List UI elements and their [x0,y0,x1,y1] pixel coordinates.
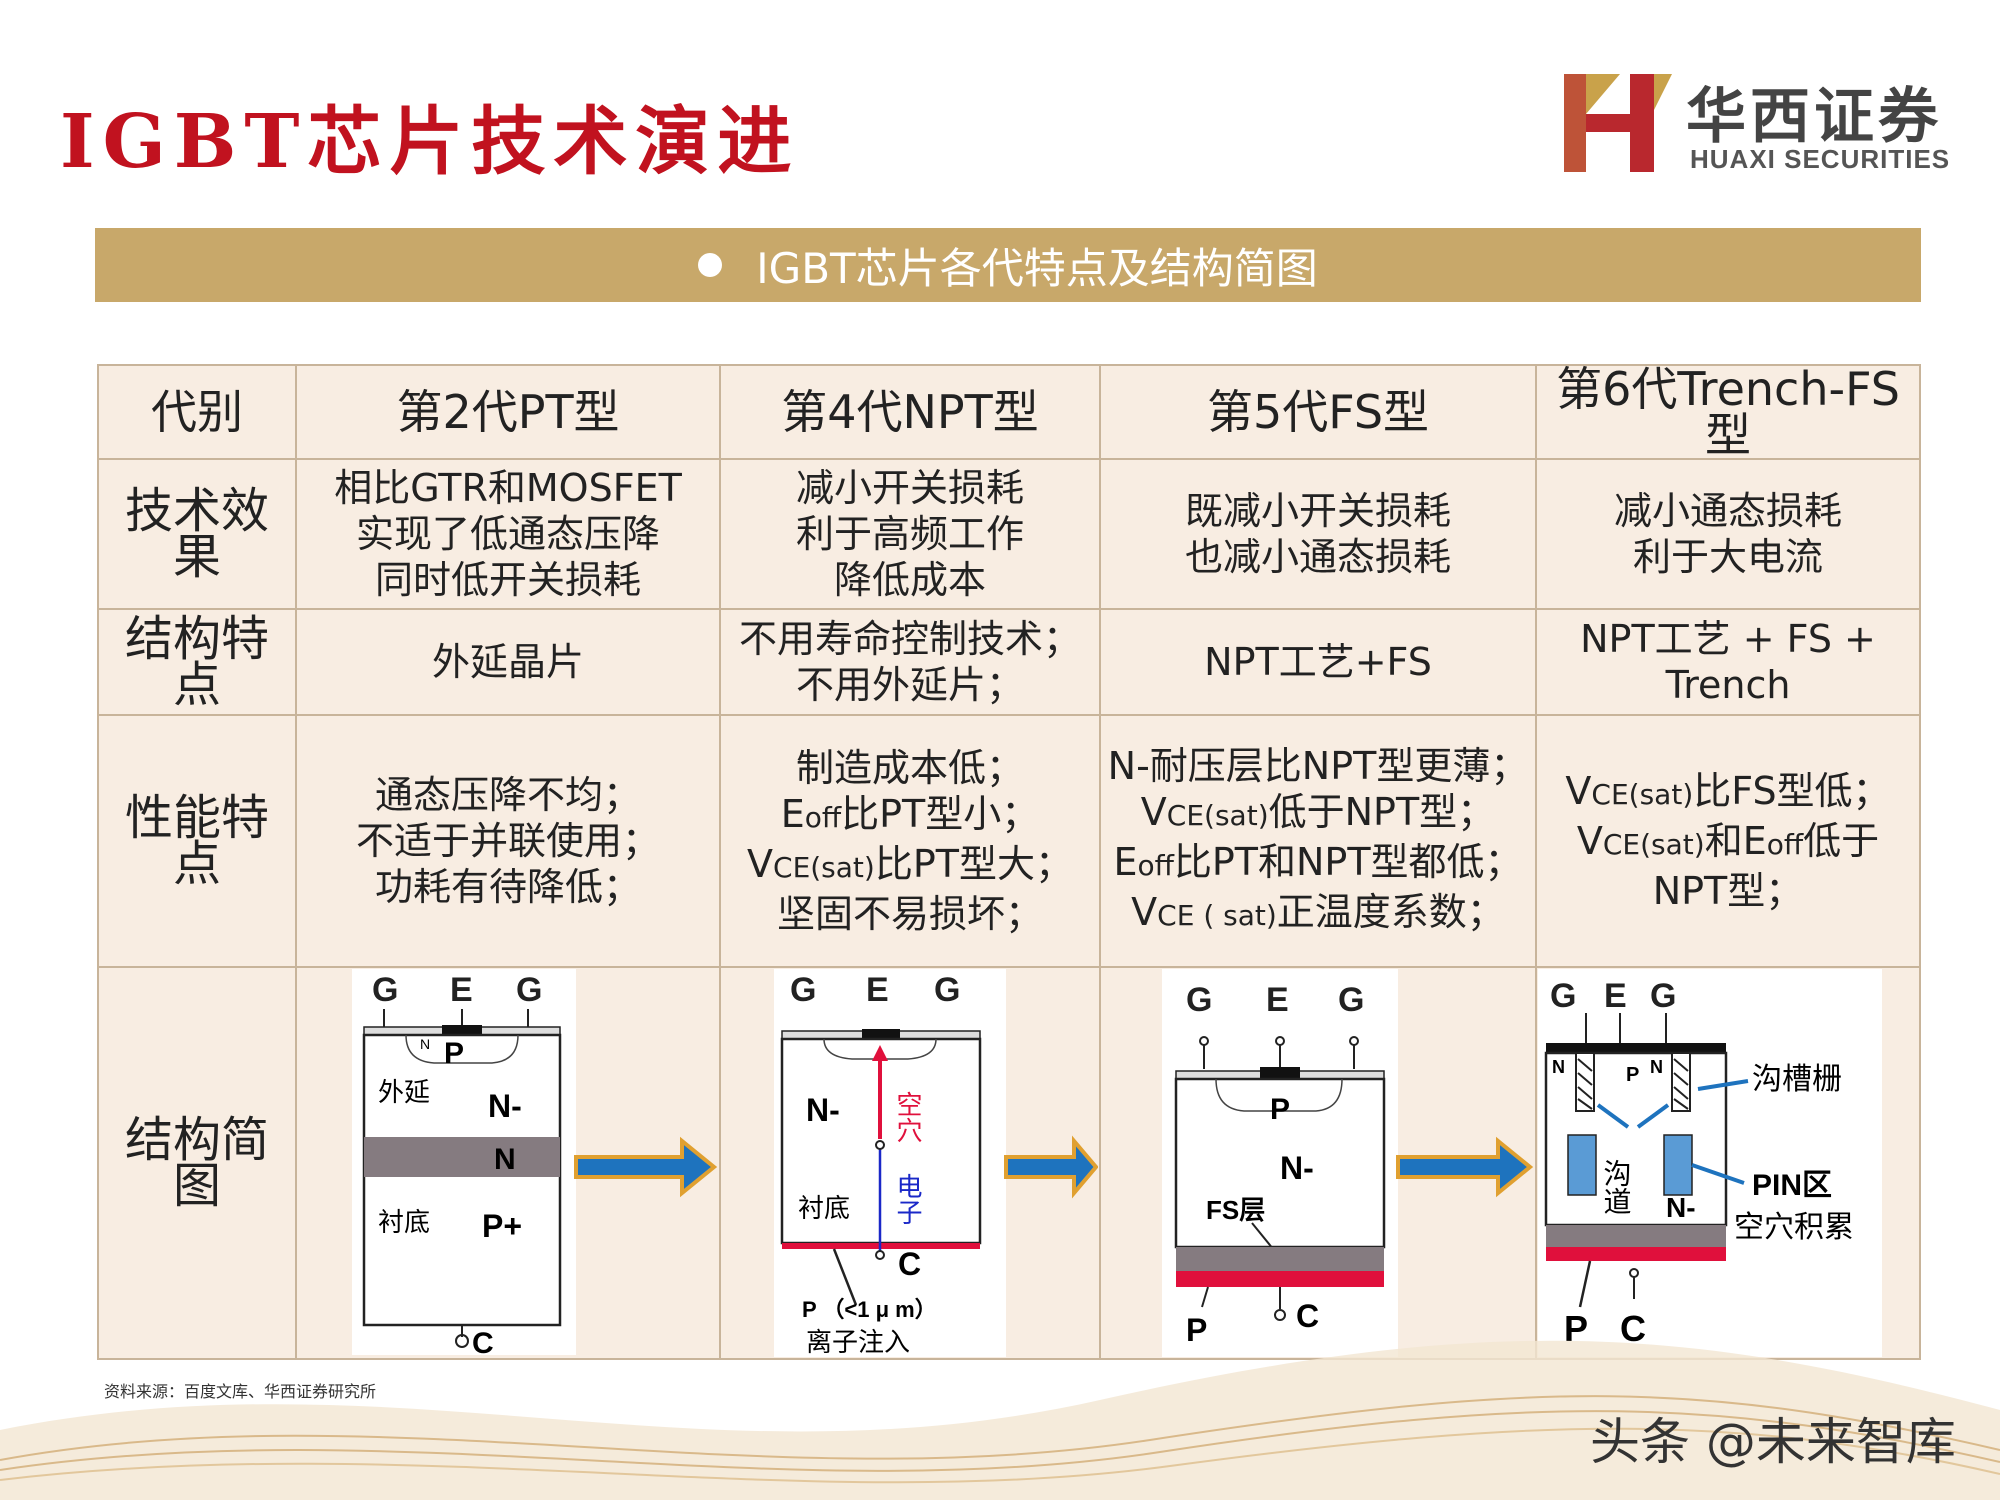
row-label-diagram: 结构简图 [97,966,297,1360]
pt-label-e: E [450,971,473,1009]
cell-performance-fs: N-耐压层比NPT型更薄； VCE(sat)低于NPT型； Eoff比PT和NP… [1099,714,1537,968]
svg-text:G: G [1650,977,1676,1015]
pt-label-g1: G [372,971,398,1009]
svg-text:空穴积累: 空穴积累 [1734,1211,1854,1244]
svg-text:P （<1 μ m）: P （<1 μ m） [802,1297,937,1322]
svg-text:C: C [1620,1308,1646,1349]
svg-text:电子: 电子 [893,1173,923,1225]
cell-effect-npt: 减小开关损耗利于高频工作降低成本 [719,458,1101,610]
table-row-diagram: 结构简图 G E G P N 外延 N- [97,966,1921,1360]
fs-structure-diagram: G E G P N- FS层 [1162,969,1534,1357]
svg-text:离子注入: 离子注入 [806,1327,910,1357]
table-row-performance: 性能特点 通态压降不均；不适于并联使用；功耗有待降低； 制造成本低； Eoff比… [97,714,1921,968]
cell-effect-fs: 既减小开关损耗也减小通态损耗 [1099,458,1537,610]
row-label-performance: 性能特点 [97,714,297,968]
arrow-pt-to-npt-icon [574,1136,718,1198]
cell-performance-npt: 制造成本低； Eoff比PT型小； VCE(sat)比PT型大； 坚固不易损坏； [719,714,1101,968]
row-label-structure: 结构特点 [97,608,297,716]
header-pt: 第2代PT型 [295,364,721,460]
cell-structure-pt: 外延晶片 [295,608,721,716]
arrow-npt-to-fs-icon [1004,1135,1098,1199]
svg-text:P: P [1186,1312,1207,1348]
trench-fs-structure-diagram: G E G N P N [1538,969,1882,1357]
banner-text: IGBT芯片各代特点及结构简图 [756,243,1318,293]
svg-text:N-: N- [1666,1192,1696,1223]
svg-text:N-: N- [488,1088,522,1124]
cell-diagram-fs: G E G P N- FS层 [1099,966,1537,1360]
svg-text:G: G [1550,977,1576,1015]
logo-english-name: HUAXI SECURITIES [1690,144,1951,174]
svg-text:P+: P+ [482,1208,522,1244]
cell-diagram-npt: G E G N- 空穴 电子 衬底 C P （< [719,966,1101,1360]
table-header-row: 代别 第2代PT型 第4代NPT型 第5代FS型 第6代Trench-FS型 [97,364,1921,460]
logo-chinese-name: 华西证券 [1686,82,1942,152]
svg-text:N: N [420,1036,430,1052]
svg-text:C: C [472,1327,494,1357]
header-fs: 第5代FS型 [1099,364,1537,460]
svg-text:G: G [934,971,960,1009]
igbt-generation-table: 代别 第2代PT型 第4代NPT型 第5代FS型 第6代Trench-FS型 技… [97,364,1921,1360]
npt-structure-diagram: G E G N- 空穴 电子 衬底 C P （< [774,969,1098,1357]
section-banner: IGBT芯片各代特点及结构简图 [95,228,1921,302]
svg-text:E: E [1266,981,1289,1019]
cell-structure-trench: NPT工艺 + FS +Trench [1535,608,1921,716]
decorative-waves [0,1340,2000,1500]
svg-text:C: C [1296,1298,1319,1334]
svg-text:N-: N- [806,1092,840,1128]
svg-text:衬底: 衬底 [798,1193,850,1223]
svg-text:衬底: 衬底 [378,1207,430,1237]
cell-effect-trench: 减小通态损耗利于大电流 [1535,458,1921,610]
svg-text:沟道: 沟道 [1601,1159,1632,1215]
svg-text:E: E [1604,977,1627,1015]
svg-text:G: G [790,971,816,1009]
cell-structure-npt: 不用寿命控制技术；不用外延片； [719,608,1101,716]
pt-label-g2: G [516,971,542,1009]
svg-text:空穴: 空穴 [893,1091,923,1143]
header-generation: 代别 [97,364,297,460]
pt-structure-diagram: G E G P N 外延 N- N 衬底 P+ [352,969,718,1357]
source-note: 资料来源：百度文库、华西证券研究所 [104,1382,377,1401]
svg-text:P: P [1626,1064,1639,1086]
cell-diagram-pt: G E G P N 外延 N- N 衬底 P+ [295,966,721,1360]
cell-performance-pt: 通态压降不均；不适于并联使用；功耗有待降低； [295,714,721,968]
watermark: 头条 @未来智库 [1590,1413,1956,1471]
svg-text:P: P [1270,1093,1290,1126]
table-row-structure: 结构特点 外延晶片 不用寿命控制技术；不用外延片； NPT工艺+FS NPT工艺… [97,608,1921,716]
svg-text:E: E [866,971,889,1009]
page-title: IGBT芯片技术演进 [60,99,800,185]
arrow-fs-to-trench-icon [1396,1136,1534,1198]
cell-performance-trench: VCE(sat)比FS型低； VCE(sat)和Eoff低于 NPT型； [1535,714,1921,968]
svg-text:沟槽栅: 沟槽栅 [1752,1063,1842,1096]
svg-text:PIN区: PIN区 [1752,1169,1832,1202]
cell-structure-fs: NPT工艺+FS [1099,608,1537,716]
bullet-icon [698,253,723,277]
svg-text:N: N [1552,1057,1565,1077]
svg-text:C: C [898,1246,921,1282]
svg-text:外延: 外延 [378,1077,430,1107]
cell-diagram-trench: G E G N P N [1535,966,1921,1360]
header-trench-fs: 第6代Trench-FS型 [1535,364,1921,460]
svg-text:FS层: FS层 [1206,1195,1265,1225]
svg-text:N: N [1650,1057,1663,1077]
company-logo: 华西证券 HUAXI SECURITIES [1560,68,1960,178]
row-label-effect: 技术效果 [97,458,297,610]
header-npt: 第4代NPT型 [719,364,1101,460]
svg-text:P: P [444,1037,464,1070]
svg-text:G: G [1338,981,1364,1019]
svg-text:G: G [1186,981,1212,1019]
huaxi-logo-mark-icon [1564,74,1672,172]
svg-text:N-: N- [1280,1150,1314,1186]
svg-text:N: N [494,1143,516,1176]
